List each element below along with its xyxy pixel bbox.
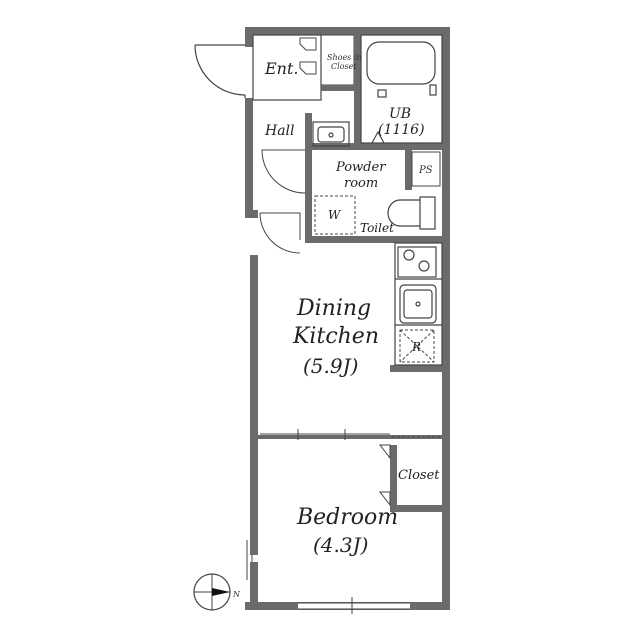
label-entrance: Ent. — [264, 59, 299, 78]
washer — [314, 195, 356, 235]
label-refrigerator: R — [411, 340, 421, 354]
hall-doors[interactable] — [259, 149, 306, 254]
label-powder-room-2: room — [344, 176, 378, 191]
bedroom-window-left — [246, 540, 253, 580]
label-bedroom: Bedroom — [296, 505, 398, 530]
bedroom-window-frame — [298, 597, 410, 614]
label-pipe-space: PS — [418, 165, 433, 176]
inner-walls — [255, 35, 442, 512]
sliding-door[interactable] — [260, 429, 442, 440]
label-unit-bath: UB — [389, 106, 411, 122]
label-washer: W — [328, 208, 342, 222]
label-toilet: Toilet — [360, 221, 394, 235]
compass-north-label: N — [232, 590, 241, 599]
label-kitchen: Kitchen — [292, 324, 379, 349]
toilet — [387, 196, 436, 230]
label-shoes-closet-2: Closet — [331, 62, 357, 71]
label-hall: Hall — [264, 123, 295, 139]
label-shoes-closet-1: Shoes in — [327, 53, 362, 62]
refrigerator — [399, 329, 435, 363]
label-dining: Dining — [296, 296, 371, 321]
label-dining-kitchen-size: (5.9J) — [303, 354, 358, 378]
compass-icon — [193, 573, 231, 611]
label-closet: Closet — [398, 468, 440, 483]
label-unit-bath-size: (1116) — [378, 122, 425, 138]
label-bedroom-size: (4.3J) — [313, 533, 368, 557]
unit-bath — [360, 34, 443, 144]
pipe-space — [411, 151, 441, 187]
kitchen-counter — [394, 242, 443, 366]
powder-sink — [312, 121, 350, 147]
closet-doors[interactable] — [378, 444, 391, 507]
label-powder-room-1: Powder — [335, 160, 386, 175]
